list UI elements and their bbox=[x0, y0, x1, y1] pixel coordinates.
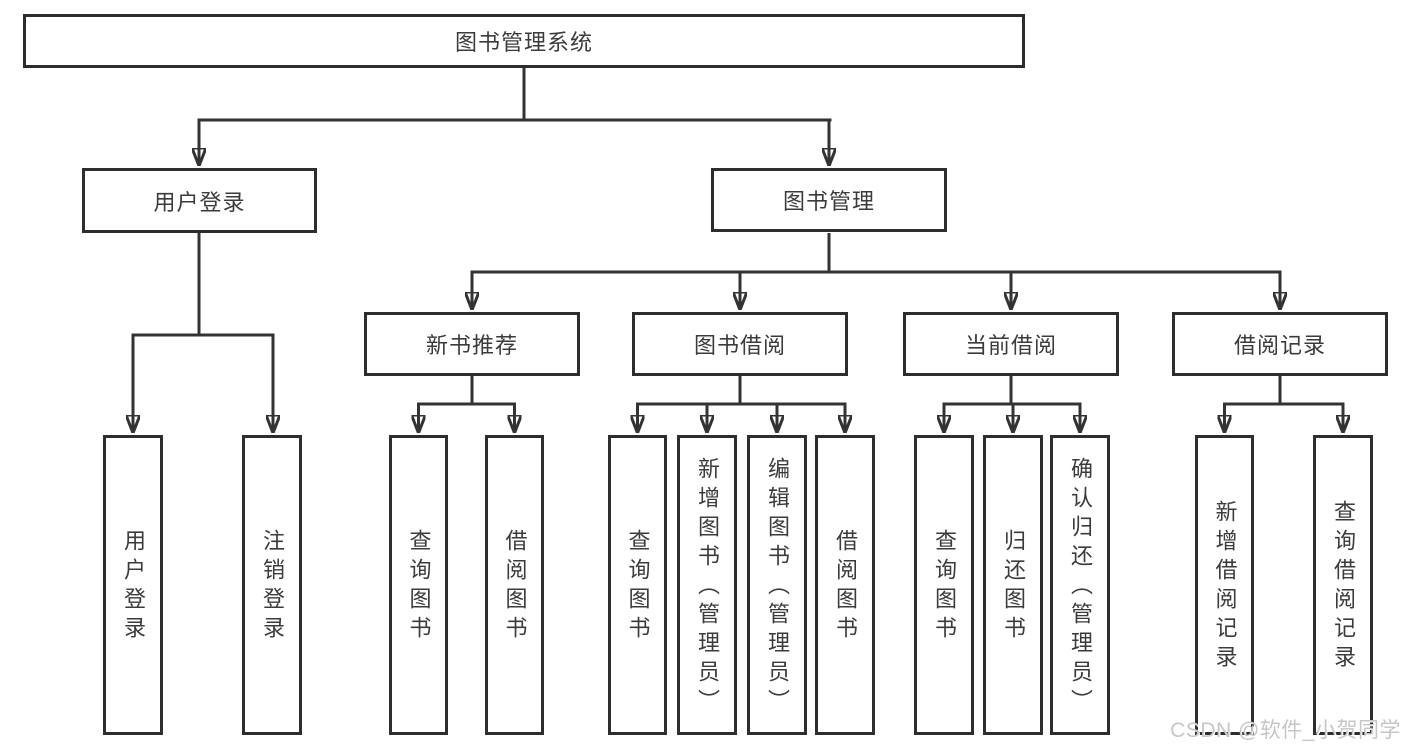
leaf-return-books: 归还图书 bbox=[983, 435, 1043, 735]
connector-current-borrowing-split bbox=[943, 376, 1082, 433]
node-user-login: 用户登录 bbox=[82, 168, 317, 233]
csdn-watermark: CSDN @软件_小贺同学 bbox=[1170, 719, 1401, 742]
node-root: 图书管理系统 bbox=[23, 14, 1025, 68]
leaf-query-books-current: 查询图书 bbox=[914, 435, 974, 735]
leaf-query-books-recommend: 查询图书 bbox=[389, 435, 448, 735]
leaf-add-borrow-record: 新增借阅记录 bbox=[1195, 435, 1254, 735]
leaf-borrow-books-borrowing: 借阅图书 bbox=[815, 435, 875, 735]
leaf-query-books-borrowing: 查询图书 bbox=[608, 435, 667, 735]
node-new-book-recommend: 新书推荐 bbox=[364, 312, 580, 376]
leaf-add-books-admin: 新增图书（管理员） bbox=[677, 435, 737, 735]
leaf-confirm-return-admin: 确认归还（管理员） bbox=[1050, 435, 1110, 735]
leaf-logout: 注销登录 bbox=[242, 435, 302, 735]
leaf-user-login: 用户登录 bbox=[103, 435, 163, 735]
connector-root-split bbox=[198, 67, 832, 166]
connector-book-borrowing-split bbox=[636, 376, 847, 433]
connector-book-management-split bbox=[471, 233, 1282, 310]
connector-borrowing-records-split bbox=[1223, 376, 1345, 433]
node-book-borrowing: 图书借阅 bbox=[632, 312, 848, 376]
leaf-edit-books-admin: 编辑图书（管理员） bbox=[747, 435, 807, 735]
node-book-management: 图书管理 bbox=[711, 168, 947, 232]
leaf-query-borrow-record: 查询借阅记录 bbox=[1313, 435, 1373, 735]
connector-new-book-recommend-split bbox=[417, 376, 516, 433]
leaf-borrow-books-recommend: 借阅图书 bbox=[485, 435, 544, 735]
connector-user-login-split bbox=[132, 233, 275, 433]
node-borrowing-records: 借阅记录 bbox=[1172, 312, 1388, 376]
node-current-borrowing: 当前借阅 bbox=[903, 312, 1119, 376]
